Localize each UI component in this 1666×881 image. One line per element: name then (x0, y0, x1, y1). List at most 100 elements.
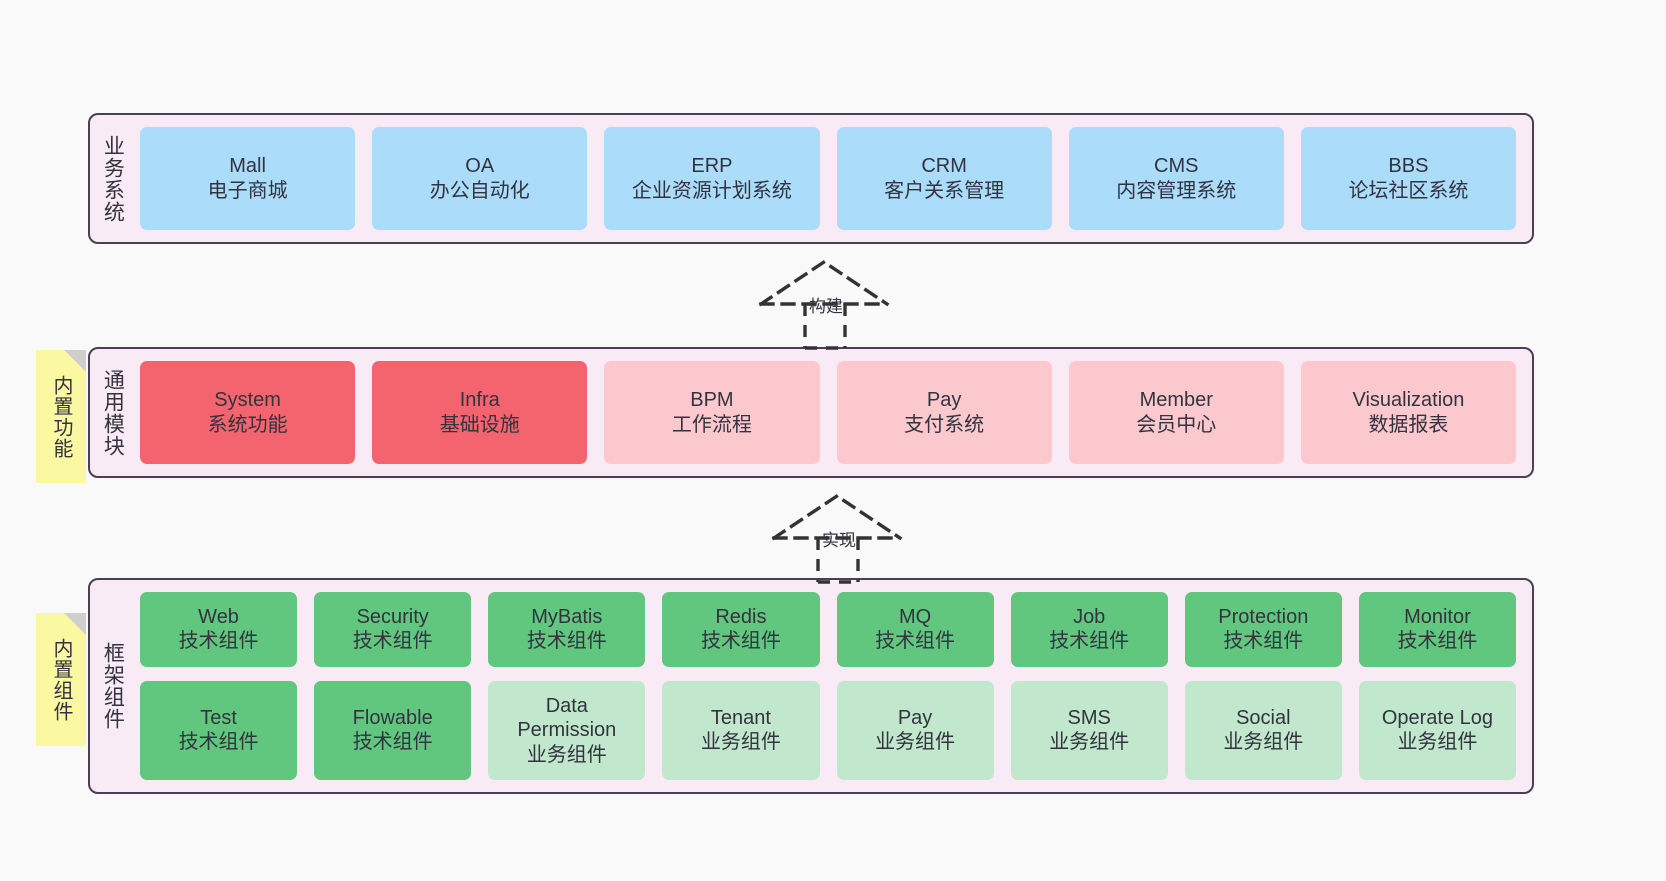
module-title: Pay (926, 389, 962, 412)
cell-row: Test 技术组件 Flowable 技术组件 Data Permission … (140, 680, 1516, 781)
component-subtitle: 业务组件 (700, 731, 781, 754)
module-subtitle: 数据报表 (1368, 413, 1449, 436)
component-title: Tenant (710, 707, 771, 730)
module-subtitle: 客户关系管理 (884, 179, 1005, 202)
module-subtitle: 内容管理系统 (1116, 179, 1237, 202)
component-subtitle: 技术组件 (875, 630, 956, 653)
component-title: Social (1236, 707, 1291, 730)
layer-framework-components[interactable]: 框架组件 Web 技术组件 Security 技术组件 MyBatis 技术组件… (88, 578, 1534, 794)
component-title: Job (1073, 606, 1106, 629)
component-subtitle: 技术组件 (1223, 630, 1304, 653)
component-title: Data Permission (517, 694, 617, 742)
component-card-pay[interactable]: Pay 业务组件 (836, 680, 994, 781)
component-card-web[interactable]: Web 技术组件 (140, 592, 298, 667)
connector-build-icon (758, 259, 890, 350)
layer-body-framework-components: Web 技术组件 Security 技术组件 MyBatis 技术组件 Redi… (134, 580, 1532, 792)
module-subtitle: 系统功能 (207, 413, 288, 436)
component-title: MQ (898, 606, 932, 629)
module-card-pay[interactable]: Pay 支付系统 (836, 361, 1052, 464)
module-card-visualization[interactable]: Visualization 数据报表 (1300, 361, 1517, 464)
component-card-mq[interactable]: MQ 技术组件 (836, 592, 994, 667)
component-title: Test (200, 707, 237, 730)
component-title: Flowable (352, 707, 433, 730)
component-subtitle: 业务组件 (1397, 731, 1478, 754)
component-subtitle: 技术组件 (352, 630, 433, 653)
component-title: Web (198, 606, 239, 629)
component-subtitle: 技术组件 (700, 630, 781, 653)
component-subtitle: 技术组件 (178, 630, 259, 653)
component-subtitle: 业务组件 (526, 743, 607, 766)
layer-common-modules[interactable]: 通用模块 System 系统功能 Infra 基础设施 BPM 工作流程 Pay… (88, 347, 1534, 478)
module-subtitle: 会员中心 (1136, 413, 1217, 436)
module-title: CMS (1154, 155, 1199, 178)
component-card-job[interactable]: Job 技术组件 (1010, 592, 1168, 667)
note-builtin-features: 内置功能 (36, 350, 86, 483)
component-subtitle: 业务组件 (875, 731, 956, 754)
module-card-system[interactable]: System 系统功能 (140, 361, 356, 464)
module-title: CRM (921, 155, 967, 178)
component-card-sms[interactable]: SMS 业务组件 (1010, 680, 1168, 781)
component-subtitle: 业务组件 (1049, 731, 1130, 754)
component-card-monitor[interactable]: Monitor 技术组件 (1358, 592, 1516, 667)
module-card-oa[interactable]: OA 办公自动化 (372, 127, 588, 230)
component-title: Security (356, 606, 429, 629)
module-title: Visualization (1352, 389, 1465, 412)
module-card-mall[interactable]: Mall 电子商城 (140, 127, 356, 230)
connector-build: 构建 (753, 258, 903, 350)
component-title: Monitor (1404, 606, 1471, 629)
module-subtitle: 工作流程 (671, 413, 752, 436)
component-card-mybatis[interactable]: MyBatis 技术组件 (488, 592, 646, 667)
connector-implement-label: 实现 (822, 531, 856, 550)
component-title: Redis (715, 606, 767, 629)
module-title: BBS (1388, 155, 1429, 178)
module-card-cms[interactable]: CMS 内容管理系统 (1068, 127, 1284, 230)
layer-label-common-modules: 通用模块 (101, 368, 125, 457)
note-text: 内置功能 (50, 374, 72, 459)
module-card-bpm[interactable]: BPM 工作流程 (604, 361, 820, 464)
module-subtitle: 电子商城 (207, 179, 288, 202)
module-card-erp[interactable]: ERP 企业资源计划系统 (604, 127, 820, 230)
component-title: SMS (1067, 707, 1111, 730)
component-subtitle: 技术组件 (526, 630, 607, 653)
component-subtitle: 技术组件 (352, 731, 433, 754)
module-title: Infra (459, 389, 500, 412)
module-subtitle: 支付系统 (904, 413, 985, 436)
component-title: Protection (1218, 606, 1309, 629)
layer-body-business-systems: Mall 电子商城 OA 办公自动化 ERP 企业资源计划系统 CRM 客户关系… (134, 115, 1532, 242)
module-card-member[interactable]: Member 会员中心 (1068, 361, 1284, 464)
module-title: System (214, 389, 281, 412)
cell-row: System 系统功能 Infra 基础设施 BPM 工作流程 Pay 支付系统… (140, 361, 1517, 464)
module-title: ERP (691, 155, 733, 178)
component-card-social[interactable]: Social 业务组件 (1184, 680, 1342, 781)
module-card-bbs[interactable]: BBS 论坛社区系统 (1300, 127, 1517, 230)
module-subtitle: 办公自动化 (429, 179, 530, 202)
layer-business-systems[interactable]: 业务系统 Mall 电子商城 OA 办公自动化 ERP 企业资源计划系统 CRM… (88, 113, 1534, 244)
connector-implement: 实现 (766, 492, 916, 584)
connector-implement-icon (771, 493, 903, 584)
component-card-flowable[interactable]: Flowable 技术组件 (314, 680, 472, 781)
cell-row: Web 技术组件 Security 技术组件 MyBatis 技术组件 Redi… (140, 592, 1516, 667)
cell-row: Mall 电子商城 OA 办公自动化 ERP 企业资源计划系统 CRM 客户关系… (140, 127, 1517, 230)
module-title: Member (1139, 389, 1213, 412)
component-card-protection[interactable]: Protection 技术组件 (1184, 592, 1342, 667)
layer-label-business-systems: 业务系统 (101, 134, 125, 223)
component-subtitle: 技术组件 (178, 731, 259, 754)
layer-label-framework-components: 框架组件 (101, 642, 125, 730)
component-title: Pay (897, 707, 933, 730)
component-title: MyBatis (531, 606, 603, 629)
component-card-security[interactable]: Security 技术组件 (314, 592, 472, 667)
module-subtitle: 基础设施 (439, 413, 520, 436)
note-text: 内置组件 (50, 637, 72, 722)
component-card-tenant[interactable]: Tenant 业务组件 (662, 680, 820, 781)
component-card-operate-log[interactable]: Operate Log 业务组件 (1358, 680, 1516, 781)
component-subtitle: 技术组件 (1397, 630, 1478, 653)
module-title: BPM (690, 389, 734, 412)
note-fold-corner-icon (64, 613, 86, 635)
component-card-redis[interactable]: Redis 技术组件 (662, 592, 820, 667)
module-subtitle: 企业资源计划系统 (631, 179, 792, 202)
module-card-crm[interactable]: CRM 客户关系管理 (836, 127, 1052, 230)
component-card-data-permission[interactable]: Data Permission 业务组件 (488, 680, 646, 781)
component-card-test[interactable]: Test 技术组件 (140, 680, 298, 781)
module-card-infra[interactable]: Infra 基础设施 (372, 361, 588, 464)
